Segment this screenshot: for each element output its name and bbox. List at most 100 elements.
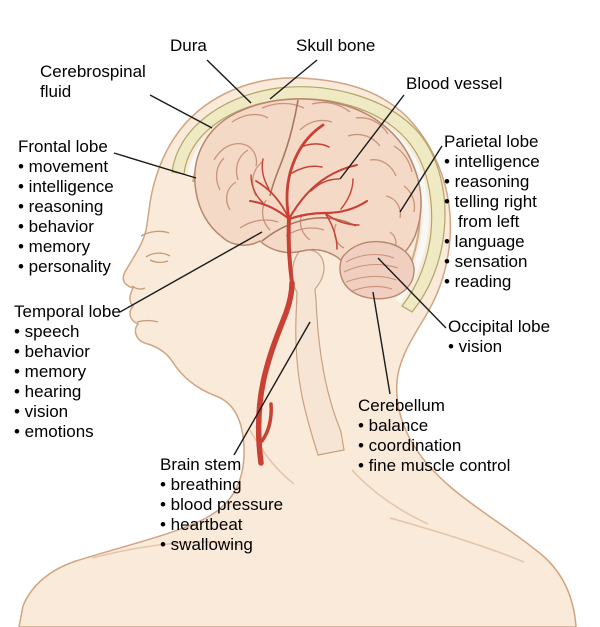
gyrus-line xyxy=(261,102,305,109)
gyrus-line xyxy=(385,195,402,219)
label-parietal-lobe-title: Parietal lobe xyxy=(444,132,539,151)
cerebellum-shape xyxy=(339,240,415,300)
label-dura: Dura xyxy=(170,36,207,56)
label-temporal-lobe: Temporal lobe • speech• behavior• memory… xyxy=(14,302,139,442)
bullet-item: • memory xyxy=(14,362,87,381)
leader-line-csf xyxy=(149,94,213,129)
artery-trunk xyxy=(286,217,294,285)
carotid-branch xyxy=(260,402,273,443)
cerebellum-striations xyxy=(343,253,399,292)
neck-back-crease-line xyxy=(351,469,429,525)
label-dura-title: Dura xyxy=(170,36,207,55)
bullet-item: • behavior xyxy=(18,217,94,236)
collarbone-left-line xyxy=(91,541,241,559)
label-frontal-lobe-bullets: • movement• intelligence• reasoning• beh… xyxy=(18,157,143,277)
leader-line-cerebellum xyxy=(372,291,391,395)
bullet-item: • hearing xyxy=(14,382,82,401)
gyrus-line xyxy=(215,157,225,191)
label-skull-bone: Skull bone xyxy=(296,36,375,56)
eye-line xyxy=(145,252,171,258)
bullet-item: • coordination xyxy=(358,436,462,455)
artery-twig xyxy=(261,158,270,190)
bullet-item: • sensation xyxy=(444,252,528,271)
leader-line-occipital-lobe xyxy=(377,257,447,329)
gyrus-line xyxy=(261,199,271,231)
leader-line-blood-vessel xyxy=(339,94,405,180)
bullet-item: • speech xyxy=(14,322,80,341)
leader-line-temporal-lobe xyxy=(119,231,263,313)
label-cerebrospinal-fluid: Cerebrospinal fluid xyxy=(40,62,165,102)
collarbone-right-line xyxy=(389,517,525,563)
bullet-item: • movement xyxy=(18,157,109,176)
eyebrow-line xyxy=(140,230,170,237)
label-brain-stem-bullets: • breathing• blood pressure• heartbeat• … xyxy=(160,475,315,555)
label-brain-stem-title: Brain stem xyxy=(160,455,242,474)
gyrus-line xyxy=(369,159,397,177)
cerebellum-striation-line xyxy=(345,275,397,283)
artery-twig xyxy=(340,178,354,210)
artery-twig xyxy=(300,143,330,148)
carotid-artery xyxy=(255,280,295,466)
brain-stem-shape xyxy=(291,249,345,456)
artery-twig xyxy=(324,212,360,226)
label-temporal-lobe-title: Temporal lobe xyxy=(14,302,121,321)
bullet-item: • balance xyxy=(358,416,429,435)
bullet-item: • fine muscle control xyxy=(358,456,511,475)
label-blood-vessel-title: Blood vessel xyxy=(406,74,503,93)
bullet-item: • intelligence xyxy=(444,152,540,171)
cerebellum-striation-line xyxy=(351,286,393,292)
cerebellum-striation-line xyxy=(343,263,399,273)
bullet-item: • reading xyxy=(444,272,512,291)
leader-line-parietal-lobe xyxy=(399,145,443,213)
gyrus-line xyxy=(225,181,237,211)
mouth-line xyxy=(136,319,159,323)
artery-branch xyxy=(285,123,325,221)
gyrus-line xyxy=(235,149,249,181)
bullet-item: • memory xyxy=(18,237,91,256)
gyrus-line xyxy=(299,119,333,131)
gyrus-line xyxy=(231,113,269,123)
gyrus-line xyxy=(311,101,351,113)
artery-twig xyxy=(310,178,340,192)
bullet-item: • intelligence xyxy=(18,177,114,196)
leader-line-brain-stem xyxy=(233,321,311,456)
bullet-item: • swallowing xyxy=(160,535,253,554)
label-parietal-lobe-bullets: • intelligence• reasoning• telling right… xyxy=(444,152,566,292)
bullet-item: • vision xyxy=(14,402,69,421)
cerebellum-striation-line xyxy=(345,253,395,263)
artery-twig xyxy=(291,165,323,174)
leader-line-dura xyxy=(206,59,252,104)
face-feature-lines xyxy=(131,230,171,323)
artery-twig xyxy=(324,212,338,250)
central-sulcus-line xyxy=(269,99,299,197)
label-occipital-lobe-title: Occipital lobe xyxy=(448,317,551,336)
label-cerebellum-title: Cerebellum xyxy=(358,396,445,415)
artery-branch xyxy=(255,180,290,220)
nostril-line xyxy=(131,285,146,290)
label-cerebrospinal-fluid-title: Cerebrospinal fluid xyxy=(40,62,146,101)
bullet-item: • behavior xyxy=(14,342,90,361)
label-parietal-lobe: Parietal lobe • intelligence• reasoning•… xyxy=(444,132,566,292)
leader-line-frontal-lobe xyxy=(113,152,197,179)
neck-crease-line xyxy=(249,429,295,485)
bullet-item: • breathing xyxy=(160,475,242,494)
bullet-item: • reasoning xyxy=(18,197,104,216)
bullet-item: • heartbeat xyxy=(160,515,243,534)
label-frontal-lobe-title: Frontal lobe xyxy=(18,137,108,156)
bullet-item: • vision xyxy=(448,337,503,356)
gyrus-line xyxy=(213,143,258,167)
bullet-item: • personality xyxy=(18,257,111,276)
leader-lines xyxy=(113,59,447,456)
label-blood-vessel: Blood vessel xyxy=(406,74,502,94)
bullet-item: • reasoning xyxy=(444,172,530,191)
label-skull-bone-title: Skull bone xyxy=(296,36,376,55)
leader-line-skull-bone xyxy=(269,59,318,100)
label-brain-stem: Brain stem • breathing• blood pressure• … xyxy=(160,455,315,555)
bullet-item: • telling right from left xyxy=(444,192,537,231)
artery-twig xyxy=(250,174,264,204)
eyelid-line xyxy=(149,259,169,264)
bullet-item: • language xyxy=(444,232,525,251)
gyrus-line xyxy=(393,145,413,173)
